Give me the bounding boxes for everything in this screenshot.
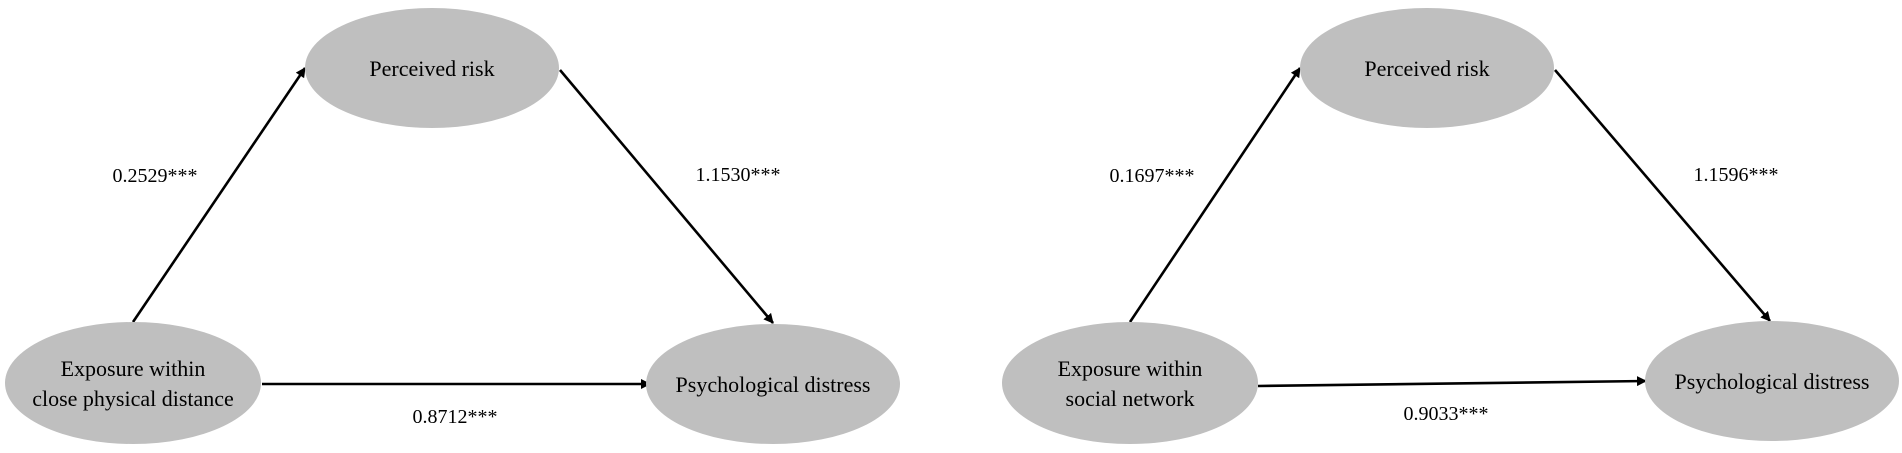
arrow-risk-to-distress xyxy=(559,69,774,324)
coef-c-label: 0.9033*** xyxy=(1404,403,1489,425)
node-psychological-distress xyxy=(1645,321,1899,441)
coef-c-label: 0.8712*** xyxy=(413,406,498,428)
node-exposure-label-line1: Exposure within xyxy=(61,356,206,381)
arrow-risk-to-distress xyxy=(1554,69,1771,322)
coef-a-label: 0.2529*** xyxy=(113,165,198,187)
arrow-exposure-to-risk xyxy=(131,67,307,323)
coef-a-label: 0.1697*** xyxy=(1110,165,1195,187)
node-exposure-label-line1: Exposure within xyxy=(1058,356,1203,381)
node-perceived-risk xyxy=(1300,8,1554,128)
node-exposure xyxy=(5,322,261,444)
panel-close-physical-distance: Perceived risk Exposure within close phy… xyxy=(5,8,900,444)
node-exposure-label-line2: close physical distance xyxy=(32,386,234,411)
node-exposure-label-line2: social network xyxy=(1066,386,1195,411)
node-perceived-risk-label: Perceived risk xyxy=(369,56,494,81)
arrow-exposure-to-distress xyxy=(1257,376,1647,388)
node-psychological-distress xyxy=(646,324,900,444)
node-exposure xyxy=(1002,322,1258,444)
node-perceived-risk-label: Perceived risk xyxy=(1364,56,1489,81)
coef-b-label: 1.1530*** xyxy=(696,164,781,186)
coef-b-label: 1.1596*** xyxy=(1694,164,1779,186)
node-perceived-risk xyxy=(305,8,559,128)
panel-social-network: Perceived risk Exposure within social ne… xyxy=(1002,8,1899,444)
node-psychological-distress-label: Psychological distress xyxy=(1675,369,1870,394)
node-psychological-distress-label: Psychological distress xyxy=(676,372,871,397)
arrow-exposure-to-risk xyxy=(1128,67,1302,323)
